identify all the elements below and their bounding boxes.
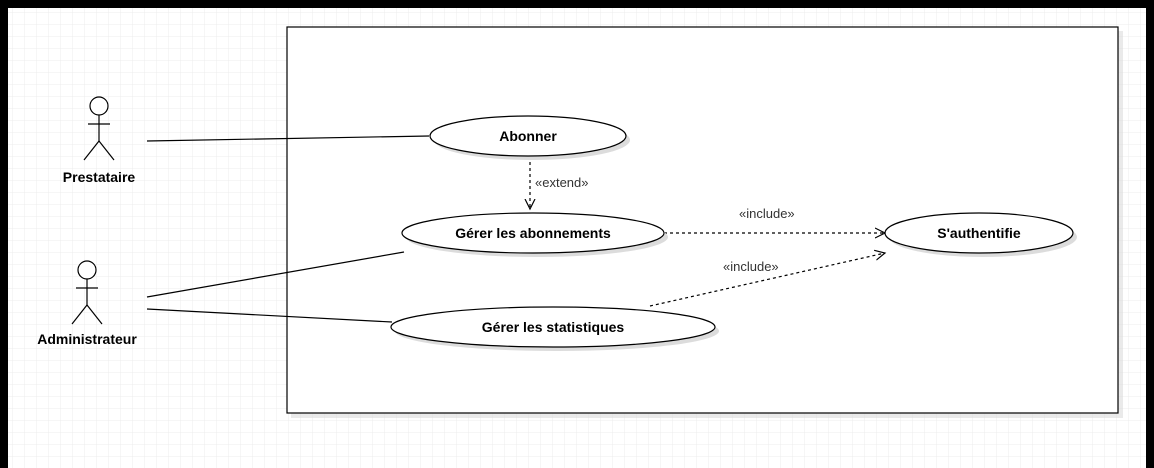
use-case-abonner[interactable] [429,115,627,157]
actor-administrateur[interactable] [71,260,103,325]
extend-label: «extend» [535,175,589,190]
include-arrow-statistiques[interactable] [649,253,885,307]
actor-prestataire-head [89,96,109,116]
use-case-authentifier[interactable] [884,212,1074,254]
use-case-gerer-abonnements[interactable] [401,212,665,254]
use-case-gerer-statistiques[interactable] [390,306,716,348]
use-case-gerer-statistiques-label: Gérer les statistiques [482,319,625,335]
include-label-abonnements: «include» [739,206,795,221]
include-label-statistiques: «include» [723,259,779,274]
association-admin-gerer-statistiques[interactable] [146,308,393,323]
actor-administrateur-head [77,260,97,280]
actor-prestataire[interactable] [83,96,115,161]
association-admin-gerer-abonnements[interactable] [146,251,405,298]
association-prestataire-abonner[interactable] [146,135,430,142]
use-case-gerer-abonnements-label: Gérer les abonnements [455,225,611,241]
actor-prestataire-label: Prestataire [63,169,136,185]
use-case-abonner-label: Abonner [499,128,557,144]
use-case-authentifier-label: S'authentifie [937,225,1021,241]
actor-administrateur-label: Administrateur [37,331,137,347]
